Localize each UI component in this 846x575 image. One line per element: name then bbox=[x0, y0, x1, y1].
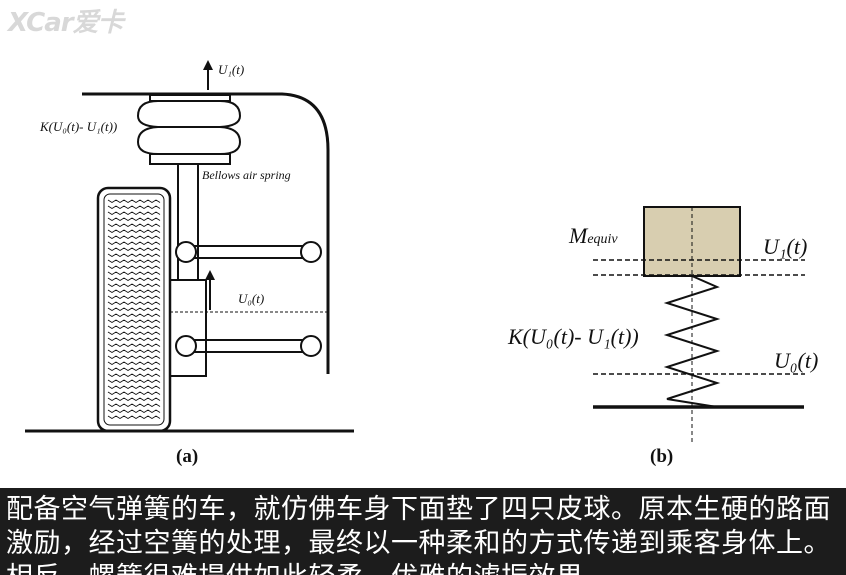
mass-symbol: M bbox=[569, 223, 588, 248]
tire-tread-line bbox=[107, 211, 161, 216]
watermark-logo: XCar爱卡 bbox=[8, 8, 124, 38]
car-body-outline bbox=[82, 92, 330, 374]
tire-tread-line bbox=[107, 229, 161, 234]
tire-tread-line bbox=[107, 349, 161, 354]
label-spring-force-b: K(U₀(t)- U₁(t)) bbox=[508, 324, 639, 349]
tire-tread-line bbox=[107, 343, 161, 348]
tire-tread-line bbox=[107, 235, 161, 240]
tire-tread-line bbox=[107, 361, 161, 366]
tire-tread-line bbox=[107, 265, 161, 270]
tire-tread-line bbox=[107, 397, 161, 402]
tire-tread-line bbox=[107, 301, 161, 306]
tire-tread-line bbox=[107, 367, 161, 372]
tire-tread-line bbox=[107, 295, 161, 300]
u1-arrowhead bbox=[203, 60, 213, 70]
caption-text: 配备空气弹簧的车，就仿佛车身下面垫了四只皮球。原本生硬的路面激励，经过空簧的处理… bbox=[6, 494, 831, 575]
diagram-svg bbox=[25, 60, 805, 444]
tire-tread-line bbox=[107, 283, 161, 288]
tire-tread-line bbox=[107, 409, 161, 414]
tire-tread-line bbox=[107, 325, 161, 330]
label-u0-a: U₀(t) bbox=[238, 291, 265, 306]
label-spring-force-a: K(U₀(t)- U₁(t)) bbox=[40, 119, 118, 134]
u0-arrowhead bbox=[205, 270, 215, 280]
tire-tread-line bbox=[107, 319, 161, 324]
mass-subscript: equiv bbox=[587, 232, 618, 247]
tire-tread-line bbox=[107, 379, 161, 384]
spring bbox=[663, 275, 721, 408]
tire-tread-line bbox=[107, 313, 161, 318]
tire-tread-line bbox=[107, 253, 161, 258]
tire-tread-line bbox=[107, 415, 161, 420]
tire-tread-line bbox=[107, 403, 161, 408]
tire-tread-line bbox=[107, 355, 161, 360]
diagram-a bbox=[25, 60, 354, 433]
tire-tread-line bbox=[107, 223, 161, 228]
tire-tread-line bbox=[107, 217, 161, 222]
tire-tread-line bbox=[107, 391, 161, 396]
suspension-diagram: XCar爱卡 U₁(t) K(U₀(t)- U₁(t)) Bellows air… bbox=[8, 8, 819, 467]
tire-tread-line bbox=[107, 199, 161, 204]
label-u1-b: U₁(t) bbox=[763, 234, 808, 259]
tire-tread-line bbox=[107, 337, 161, 342]
diagram-b bbox=[593, 206, 805, 444]
label-u0-b: U₀(t) bbox=[774, 348, 819, 373]
tire-tread-line bbox=[107, 385, 161, 390]
caption-a: (a) bbox=[176, 446, 199, 467]
control-arms bbox=[175, 241, 322, 357]
bellows-air-spring bbox=[136, 94, 242, 165]
caption-bar: 配备空气弹簧的车，就仿佛车身下面垫了四只皮球。原本生硬的路面激励，经过空簧的处理… bbox=[0, 488, 846, 575]
tire-tread-line bbox=[107, 205, 161, 210]
tire-tread-line bbox=[107, 331, 161, 336]
tire-tread-line bbox=[107, 241, 161, 246]
tire-tread-line bbox=[107, 259, 161, 264]
tire-tread-line bbox=[107, 277, 161, 282]
caption-b: (b) bbox=[650, 446, 674, 467]
knuckle bbox=[169, 279, 207, 377]
tire-tread-line bbox=[107, 271, 161, 276]
tire-tread-line bbox=[107, 289, 161, 294]
tire bbox=[96, 186, 172, 433]
tire-tread-line bbox=[107, 307, 161, 312]
label-equivalent-mass: Mequiv bbox=[569, 223, 618, 249]
label-bellows-air-spring: Bellows air spring bbox=[202, 168, 291, 182]
label-u1-a: U₁(t) bbox=[218, 62, 245, 77]
tire-tread-line bbox=[107, 373, 161, 378]
tire-tread-line bbox=[107, 247, 161, 252]
